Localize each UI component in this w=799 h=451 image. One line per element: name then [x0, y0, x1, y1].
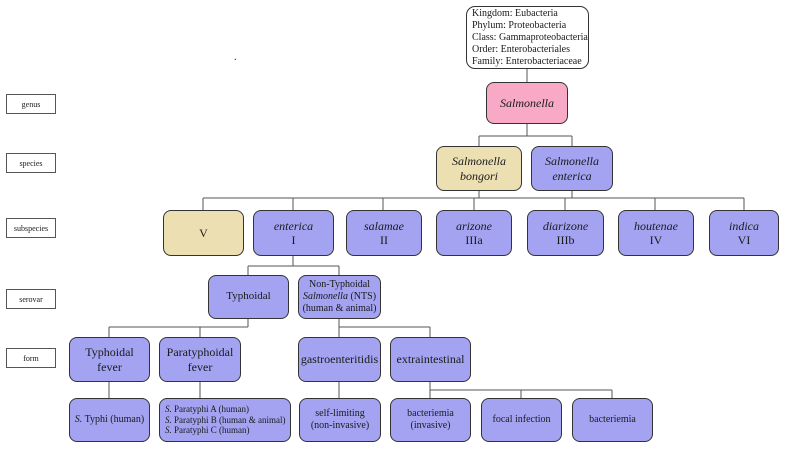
subspecies-salamae: salamae II [346, 210, 422, 256]
subspecies-name: salamae [364, 218, 404, 233]
taxonomy-class: Class: Gammaproteobacteria [472, 31, 588, 43]
subspecies-diarizone: diarizone IIIb [527, 210, 604, 256]
serovar-name: Paratyphi A (human) [171, 403, 249, 414]
form-gastroenteritidis-label: gastroenteritidis [300, 352, 379, 367]
form-gastroenteritidis: gastroenteritidis [298, 337, 381, 382]
subspecies-numeral: IIIa [465, 233, 483, 247]
species-bongori-line2: bongori [459, 168, 498, 183]
subspecies-name: enterica [273, 218, 314, 233]
genus-abbr: S. [74, 414, 83, 425]
paratyphi-c: S. Paratyphi C (human) [165, 425, 250, 436]
level-label-serovar: serovar [6, 289, 56, 309]
leaf-self-limiting-line1: self-limiting [315, 408, 365, 419]
subspecies-numeral: I [291, 233, 296, 247]
genus-abbr: S. [165, 403, 172, 414]
stray-dot: . [234, 52, 237, 63]
nts-line2: Salmonella (NTS) [303, 291, 376, 303]
leaf-bacteriemia-label: bacteriemia [589, 414, 636, 425]
form-typhoidal-fever-line1: Typhoidal [85, 345, 134, 360]
form-paratyphoidal-fever-line1: Paratyphoidal [166, 345, 234, 360]
subspecies-name: indica [729, 218, 759, 233]
form-extraintestinal: extraintestinal [390, 337, 471, 382]
subspecies-numeral: II [380, 233, 388, 247]
subspecies-name: arizone [456, 218, 492, 233]
leaf-typhi: S. Typhi (human) [69, 398, 150, 442]
level-label-species: species [6, 153, 56, 173]
nts-line1: Non-Typhoidal [309, 279, 370, 290]
taxonomy-order: Order: Enterobacteriales [472, 43, 571, 55]
level-label-genus: genus [6, 94, 56, 114]
paratyphi-a: S. Paratyphi A (human) [165, 404, 249, 415]
subspecies-V: V [163, 210, 244, 256]
subspecies-numeral: VI [737, 233, 751, 247]
serovar-name: Paratyphi B (human & animal) [171, 414, 286, 425]
subspecies-numeral: V [199, 225, 208, 240]
serovar-name: Typhi (human) [82, 414, 145, 425]
taxonomy-kingdom: Kingdom: Eubacteria [472, 7, 558, 19]
genus-label: Salmonella [500, 95, 554, 110]
leaf-paratyphi: S. Paratyphi A (human) S. Paratyphi B (h… [159, 398, 291, 442]
nts-line3: (human & animal) [302, 303, 377, 314]
genus-salmonella: Salmonella [486, 82, 568, 124]
species-enterica-line2: enterica [552, 168, 592, 183]
serovar-typhoidal: Typhoidal [208, 275, 289, 319]
serovar-typhoidal-label: Typhoidal [226, 290, 271, 303]
subspecies-name: diarizone [542, 218, 589, 233]
species-bongori-line1: Salmonella [452, 154, 506, 169]
nts-genus-italic: Salmonella [302, 291, 348, 302]
subspecies-name: houtenae [634, 218, 678, 233]
level-label-form: form [6, 348, 56, 368]
leaf-bacteriemia-invasive: bacteriemia (invasive) [390, 398, 471, 442]
paratyphi-b: S. Paratyphi B (human & animal) [165, 415, 285, 426]
taxonomy-phylum: Phylum: Proteobacteria [472, 19, 567, 31]
serovar-name: Paratyphi C (human) [171, 425, 250, 436]
genus-abbr: S. [165, 425, 172, 436]
leaf-bacteriemia-invasive-line1: bacteriemia [407, 408, 454, 419]
subspecies-houtenae: houtenae IV [618, 210, 694, 256]
subspecies-indica: indica VI [709, 210, 779, 256]
subspecies-enterica: enterica I [253, 210, 334, 256]
species-enterica-line1: Salmonella [545, 154, 599, 169]
leaf-self-limiting-line2: (non-invasive) [310, 420, 370, 431]
leaf-focal-infection: focal infection [481, 398, 562, 442]
nts-abbr: (NTS) [347, 291, 377, 302]
form-extraintestinal-label: extraintestinal [396, 352, 465, 367]
form-typhoidal-fever-line2: fever [97, 359, 122, 374]
subspecies-numeral: IIIb [556, 233, 575, 247]
subspecies-arizone: arizone IIIa [436, 210, 512, 256]
serovar-non-typhoidal: Non-Typhoidal Salmonella (NTS) (human & … [298, 275, 381, 319]
genus-abbr: S. [165, 414, 172, 425]
species-bongori: Salmonella bongori [436, 146, 522, 191]
leaf-bacteriemia-invasive-line2: (invasive) [410, 420, 451, 431]
form-paratyphoidal-fever: Paratyphoidal fever [159, 337, 241, 382]
subspecies-numeral: IV [649, 233, 663, 247]
form-typhoidal-fever: Typhoidal fever [69, 337, 150, 382]
form-paratyphoidal-fever-line2: fever [187, 359, 213, 374]
species-enterica: Salmonella enterica [531, 146, 613, 191]
leaf-bacteriemia: bacteriemia [572, 398, 653, 442]
level-label-subspecies: subspecies [6, 218, 56, 238]
taxonomy-family: Family: Enterobacteriaceae [472, 55, 582, 67]
leaf-focal-infection-label: focal infection [492, 414, 551, 425]
leaf-self-limiting: self-limiting (non-invasive) [299, 398, 381, 442]
leaf-typhi-text: S. Typhi (human) [75, 414, 144, 426]
taxonomy-box: Kingdom: Eubacteria Phylum: Proteobacter… [466, 6, 589, 69]
